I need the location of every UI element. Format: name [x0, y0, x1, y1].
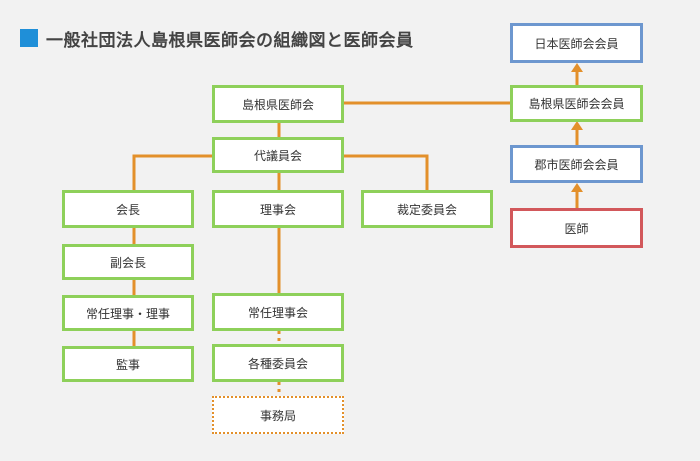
- box-shimane-member: 島根県医師会会員: [510, 85, 643, 122]
- box-fukukaicho: 副会長: [62, 244, 194, 280]
- box-jonin-rijikai: 常任理事会: [212, 293, 344, 331]
- box-gunshi-member: 郡市医師会会員: [510, 145, 643, 183]
- box-rijikai: 理事会: [212, 190, 344, 228]
- page-title: 一般社団法人島根県医師会の組織図と医師会員: [46, 30, 414, 51]
- arrowhead-to-gunshi-icon: [571, 183, 583, 192]
- box-shimane-ishikai: 島根県医師会: [212, 85, 344, 123]
- box-jimukyoku: 事務局: [212, 396, 344, 434]
- box-nihon-member: 日本医師会会員: [510, 23, 643, 63]
- box-kakushu-iinkai: 各種委員会: [212, 344, 344, 382]
- title-row: 一般社団法人島根県医師会の組織図と医師会員: [20, 27, 414, 51]
- connector-daigiinkai-to-saitei: [344, 154, 429, 190]
- box-kaicho: 会長: [62, 190, 194, 228]
- title-square-icon: [20, 29, 38, 47]
- box-kanji: 監事: [62, 346, 194, 382]
- box-jonin-riji: 常任理事・理事: [62, 295, 194, 331]
- box-saiteiiinkai: 裁定委員会: [361, 190, 493, 228]
- arrowhead-to-shimane-icon: [571, 121, 583, 130]
- box-ishi: 医師: [510, 208, 643, 248]
- arrowhead-to-nihon-icon: [571, 63, 583, 72]
- box-daigiinkai: 代議員会: [212, 137, 344, 173]
- connector-daigiinkai-to-kaicho: [132, 154, 212, 190]
